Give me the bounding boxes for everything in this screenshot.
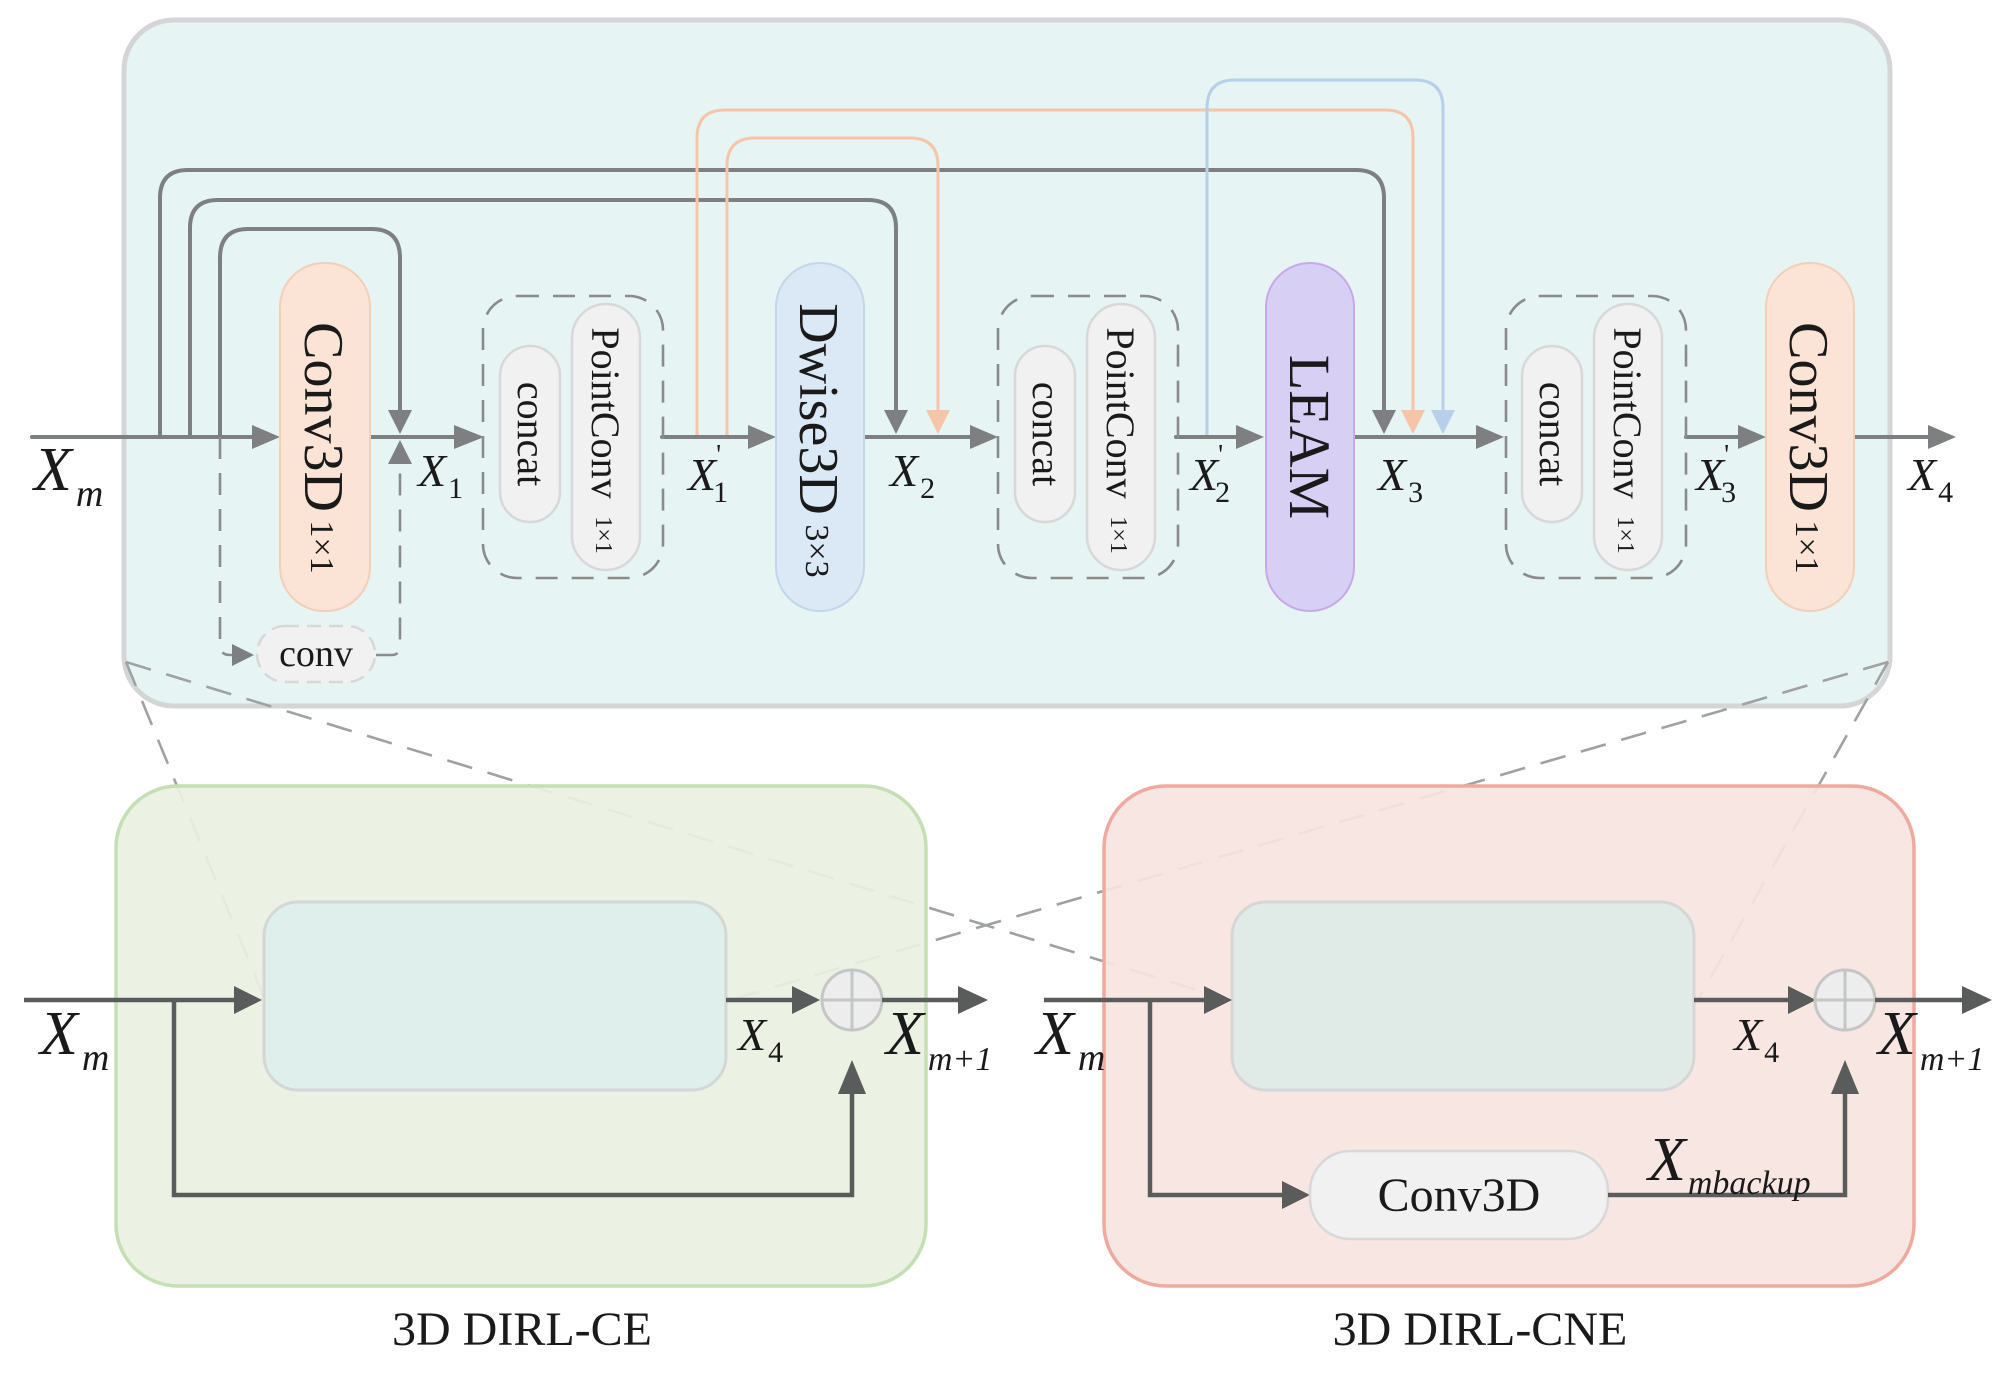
label-x4-top: X4 <box>1906 449 1953 509</box>
ce-arrowhead-in <box>234 986 262 1014</box>
ce-arrowhead-out <box>958 986 988 1014</box>
arrowhead-fusion1-in <box>454 425 484 449</box>
conv3d-out-kernel: 1×1 <box>1788 520 1825 573</box>
fusion2-concat-pill <box>1013 344 1077 524</box>
fusion1-pointconv-kernel: 1×1 <box>590 516 616 554</box>
skip-x2p-to-x3 <box>1205 78 1445 437</box>
conv3d-in-block <box>279 262 371 612</box>
zoom-guide-left-to-cne <box>125 660 1231 1002</box>
cne-arrowhead-out <box>1962 986 1992 1014</box>
conv3d-in-kernel: 1×1 <box>303 520 340 573</box>
arrowhead-down-x2-orange <box>926 410 950 434</box>
cne-backup-path <box>1608 1092 1848 1198</box>
arrowhead-up-x1 <box>388 440 412 464</box>
dwise3d-block <box>775 262 865 612</box>
arrowhead-down-x3-orange <box>1401 410 1425 434</box>
conv-branch-pill <box>255 624 377 684</box>
fusion1-concat-label: concat <box>509 382 554 486</box>
fusion1-pointconv-pill <box>570 302 642 572</box>
ce-arrowhead-residual <box>838 1060 866 1094</box>
ce-residual-path <box>171 1000 855 1198</box>
skip-xm-to-x2 <box>188 198 898 439</box>
fusion3-dashed-group <box>1504 294 1688 580</box>
conv3d-out-label: Conv3D <box>1777 322 1839 512</box>
arrowhead-leam-in <box>1236 425 1264 449</box>
fusion3-concat-label: concat <box>1531 382 1576 486</box>
fusion2-pointconv-kernel: 1×1 <box>1105 516 1131 554</box>
arrowhead-fusion2-in <box>970 425 998 449</box>
conv3d-in-label: Conv3D <box>292 322 354 512</box>
fusion1-dashed-group <box>481 294 665 580</box>
leam-label: LEAM <box>1277 355 1342 519</box>
fusion2-concat-label: concat <box>1024 382 1069 486</box>
cne-inner-block <box>1230 900 1696 1092</box>
cne-sum-node <box>1813 968 1877 1032</box>
dwise3d-label: Dwise3D <box>787 303 849 515</box>
conv3d-out-block <box>1765 262 1855 612</box>
ce-sum-node <box>820 968 884 1032</box>
fusion2-pointconv-pill <box>1085 302 1157 572</box>
cne-label-x4: X4 <box>1732 1009 1779 1069</box>
fusion1-pointconv-label: PointConv <box>583 327 628 498</box>
top-panel-background <box>121 17 1893 709</box>
arrowhead-conv3d-in <box>252 425 280 449</box>
arrowhead-conv3d-out-in <box>1738 425 1766 449</box>
fusion1-concat-pill <box>498 344 562 524</box>
cne-arrowhead-conv3d <box>1282 1181 1310 1209</box>
ce-inner-block <box>262 900 728 1092</box>
conv-branch-in <box>218 437 242 657</box>
fusion3-pointconv-pill <box>1592 302 1664 572</box>
skip-x1p-to-x2 <box>725 136 940 437</box>
cne-title: 3D DIRL-CNE <box>1333 1303 1628 1356</box>
fusion2-pointconv-label: PointConv <box>1098 327 1143 498</box>
skip-x1p-to-x3 <box>695 108 1415 437</box>
arrowhead-down-x3-gray <box>1372 410 1396 434</box>
arrowhead-down-x3-blue <box>1431 410 1455 434</box>
ce-title: 3D DIRL-CE <box>392 1303 652 1356</box>
label-x1-prime: X'1 <box>686 440 728 509</box>
arrowhead-down-x2-gray <box>884 410 908 434</box>
ce-label-x4: X4 <box>736 1009 783 1069</box>
cne-arrowhead-backup <box>1831 1060 1859 1094</box>
cne-branch-path <box>1147 1000 1288 1198</box>
cne-conv3d-label: Conv3D <box>1378 1169 1541 1222</box>
conv-branch-label: conv <box>279 633 353 675</box>
arrowhead-fusion3-in <box>1476 425 1504 449</box>
dwise3d-kernel: 3×3 <box>798 524 835 577</box>
fusion3-pointconv-kernel: 1×1 <box>1612 516 1638 554</box>
leam-block <box>1265 262 1355 612</box>
fusion3-concat-pill <box>1520 344 1584 524</box>
label-x3: X3 <box>1376 449 1423 509</box>
cne-arrowhead-in <box>1204 986 1232 1014</box>
fusion3-pointconv-label: PointConv <box>1605 327 1650 498</box>
arrowhead-dwise-in <box>748 425 776 449</box>
top-detail-panel: conv Conv3D 1×1 concat PointConv 1×1 Dwi… <box>30 17 1956 709</box>
arrowhead-conv-branch <box>232 644 254 666</box>
ce-arrowhead-sum <box>792 986 820 1014</box>
fusion2-dashed-group <box>996 294 1180 580</box>
skip-xm-to-x3 <box>158 168 1386 439</box>
label-x2-prime: X'2 <box>1188 440 1230 509</box>
arrowhead-down-x1 <box>388 410 412 434</box>
label-x3-prime: X'3 <box>1694 440 1736 509</box>
label-x2: X2 <box>888 445 935 505</box>
conv-branch-out <box>376 466 402 657</box>
skip-xm-to-x1 <box>218 227 402 439</box>
label-x1: X1 <box>416 445 463 505</box>
arrowhead-x4-out <box>1928 425 1956 449</box>
cne-label-backup: Xmbackup <box>1645 1126 1811 1202</box>
cne-arrowhead-sum <box>1788 986 1816 1014</box>
